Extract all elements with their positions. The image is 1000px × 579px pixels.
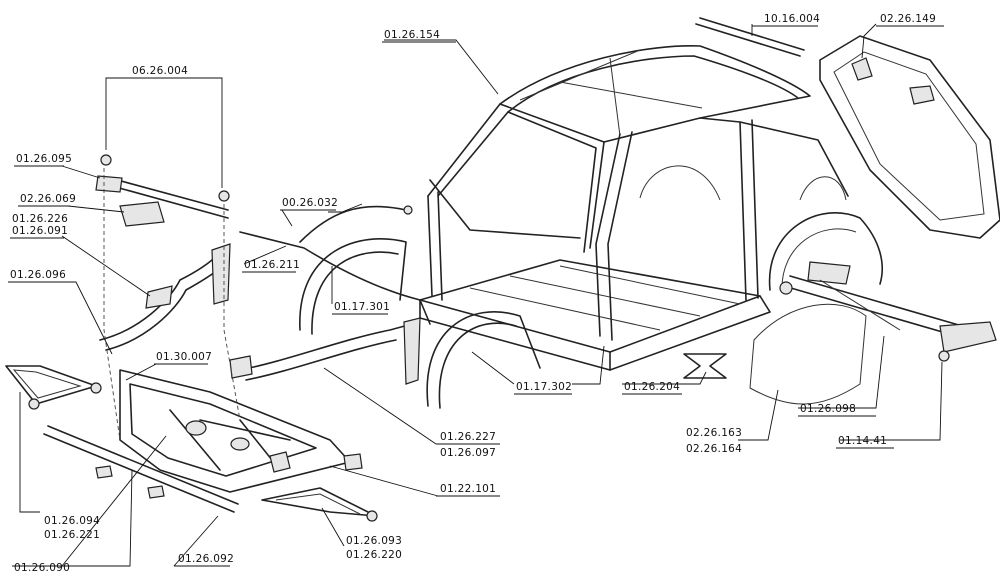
- label-01-26-097: 01.26.097: [440, 447, 496, 459]
- label-01-26-098: 01.26.098: [800, 403, 856, 415]
- label-01-26-091: 01.26.091: [12, 225, 68, 237]
- label-01-17-302: 01.17.302: [516, 381, 572, 393]
- label-01-26-204: 01.26.204: [624, 381, 680, 393]
- label-01-17-301: 01.17.301: [334, 301, 390, 313]
- front-subframe-drawing: [5, 154, 431, 522]
- label-10-16-004: 10.16.004: [764, 13, 820, 25]
- assembly-line-left: [103, 168, 121, 441]
- label-01-26-226: 01.26.226: [12, 213, 68, 225]
- label-01-26-094: 01.26.094: [44, 515, 100, 527]
- assembly-line-right: [223, 204, 241, 421]
- mud-flap-drawing: [749, 303, 867, 405]
- label-01-14-41: 01.14.41: [838, 435, 887, 447]
- label-01-26-221: 01.26.221: [44, 529, 100, 541]
- label-02-26-069: 02.26.069: [20, 193, 76, 205]
- rear-panel-drawing: [695, 17, 1000, 239]
- bracket-plate-drawing: [683, 353, 727, 379]
- roll-cage-drawing: [299, 45, 883, 409]
- label-01-26-093: 01.26.093: [346, 535, 402, 547]
- label-01-26-211: 01.26.211: [244, 259, 300, 271]
- label-01-26-096: 01.26.096: [10, 269, 66, 281]
- label-06-26-004: 06.26.004: [132, 65, 188, 77]
- label-00-26-032: 00.26.032: [282, 197, 338, 209]
- leader-lines: [19, 23, 943, 567]
- label-01-26-090: 01.26.090: [14, 562, 70, 574]
- label-01-26-095: 01.26.095: [16, 153, 72, 165]
- label-01-30-007: 01.30.007: [156, 351, 212, 363]
- label-02-26-149: 02.26.149: [880, 13, 936, 25]
- label-01-26-220: 01.26.220: [346, 549, 402, 561]
- label-01-26-154: 01.26.154: [384, 29, 440, 41]
- part-labels: 06.26.004 01.26.095 02.26.069 01.26.226 …: [8, 13, 944, 574]
- label-01-26-227: 01.26.227: [440, 431, 496, 443]
- label-01-22-101: 01.22.101: [440, 483, 496, 495]
- rear-beam-drawing: [779, 261, 997, 362]
- label-02-26-164: 02.26.164: [686, 443, 742, 455]
- label-01-26-092: 01.26.092: [178, 553, 234, 565]
- label-02-26-163: 02.26.163: [686, 427, 742, 439]
